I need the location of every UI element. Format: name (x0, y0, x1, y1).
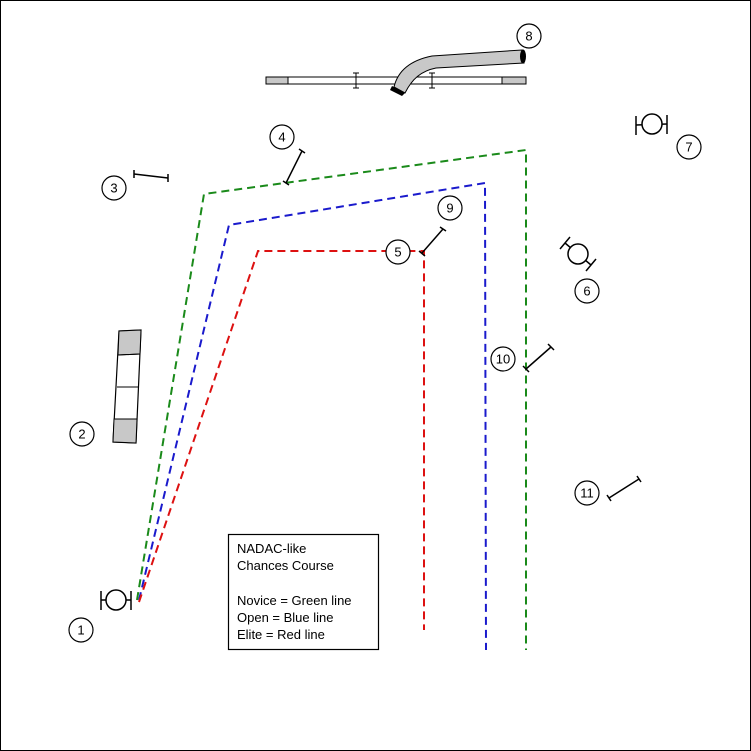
legend-title-line1: NADAC-like (237, 541, 306, 556)
tire-7 (635, 113, 668, 135)
obstacle-number-2: 2 (69, 421, 95, 447)
svg-text:1: 1 (77, 623, 84, 638)
obstacle-number-6: 6 (574, 278, 600, 304)
legend-box: NADAC-like Chances Course Novice = Green… (227, 533, 380, 651)
obstacle-number-8: 8 (516, 23, 542, 49)
obstacle-number-9: 9 (437, 195, 463, 221)
elite-line (138, 250, 425, 630)
jump-3 (133, 170, 169, 182)
svg-text:6: 6 (583, 284, 590, 299)
obstacle-number-11: 11 (574, 480, 600, 506)
jump-10 (522, 343, 555, 373)
svg-text:2: 2 (78, 427, 85, 442)
pause-table (112, 329, 142, 444)
tunnel (390, 49, 526, 96)
obstacle-number-4: 4 (269, 124, 295, 150)
svg-text:4: 4 (278, 130, 285, 145)
svg-text:7: 7 (685, 140, 692, 155)
obstacle-number-1: 1 (68, 617, 94, 643)
legend-open: Open = Blue line (237, 610, 333, 625)
obstacle-number-5: 5 (385, 239, 411, 265)
svg-text:11: 11 (580, 486, 594, 501)
svg-text:9: 9 (446, 201, 453, 216)
svg-text:10: 10 (496, 352, 510, 367)
obstacle-number-3: 3 (101, 175, 127, 201)
legend-title-line2: Chances Course (237, 558, 334, 573)
svg-text:8: 8 (525, 29, 532, 44)
jump-4 (282, 148, 306, 186)
open-line (138, 181, 487, 651)
svg-text:5: 5 (394, 245, 401, 260)
obstacle-number-10: 10 (490, 346, 516, 372)
tire-1 (100, 589, 132, 611)
legend-novice: Novice = Green line (237, 593, 352, 608)
svg-text:3: 3 (110, 181, 117, 196)
jump-9 (418, 226, 447, 257)
novice-line (136, 148, 527, 650)
obstacle-number-7: 7 (676, 134, 702, 160)
jump-11 (606, 475, 642, 502)
legend-elite: Elite = Red line (237, 627, 325, 642)
tire-6 (559, 236, 597, 272)
